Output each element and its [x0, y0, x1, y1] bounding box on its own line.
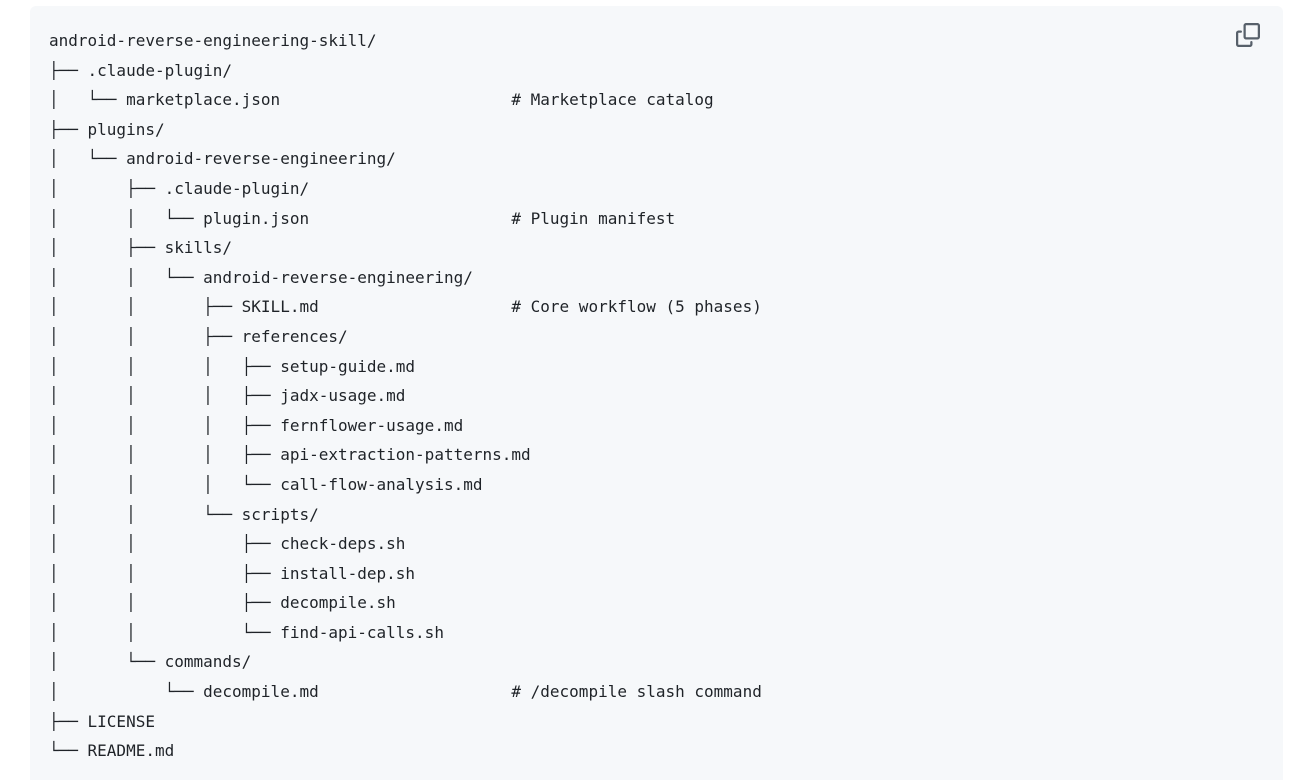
code-block: android-reverse-engineering-skill/ ├── .… — [30, 6, 1283, 780]
file-tree: android-reverse-engineering-skill/ ├── .… — [49, 31, 762, 761]
copy-button[interactable] — [1231, 18, 1265, 52]
copy-icon — [1236, 23, 1260, 47]
